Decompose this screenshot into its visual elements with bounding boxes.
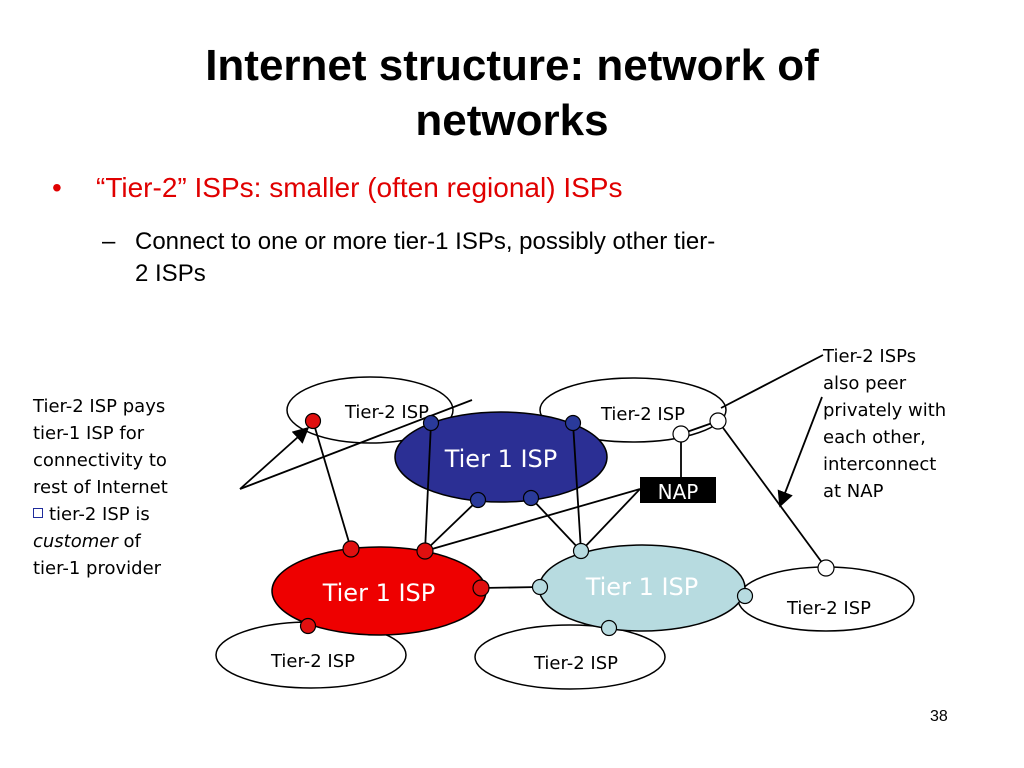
tier2-top-right-label: Tier-2 ISP	[600, 404, 685, 425]
tier2-top-left-cloud	[286, 376, 454, 444]
link-t1top-t1left	[424, 499, 479, 552]
router-blue-tr	[564, 414, 582, 432]
left-annotation: Tier-2 ISP pays tier-1 ISP for connectiv…	[33, 393, 248, 582]
pointer-left-1	[239, 426, 310, 490]
tier1-top-cloud	[394, 411, 608, 503]
tier2-bottom-mid-cloud	[474, 624, 666, 690]
router-white-right	[817, 559, 835, 577]
sub-bullet-line-1: Connect to one or more tier-1 ISPs, poss…	[135, 228, 716, 255]
square-bullet-icon	[33, 508, 43, 518]
tier2-bottom-left-label: Tier-2 ISP	[270, 651, 355, 672]
right-annotation: Tier-2 ISPs also peer privately with eac…	[823, 343, 1013, 505]
pointer-right-2	[777, 396, 823, 508]
right-note-line-6: at NAP	[823, 481, 884, 502]
left-note-line-5-text: tier-2 ISP is	[49, 504, 150, 525]
left-note-customer: customer	[33, 531, 118, 552]
left-note-line-6: customer of	[33, 528, 248, 555]
router-white-nap	[672, 425, 690, 443]
left-note-line-2: tier-1 ISP for	[33, 423, 145, 444]
left-note-line-7: tier-1 provider	[33, 558, 162, 579]
slide-title: Internet structure: network of networks	[0, 38, 1024, 148]
router-red-bl	[299, 617, 317, 635]
router-blue-tl	[422, 414, 440, 432]
pointer-right-1	[720, 354, 824, 409]
link-peer-t2right	[717, 420, 827, 569]
router-light-bm	[600, 619, 618, 637]
right-note-line-5: interconnect	[823, 454, 937, 475]
tier1-right-label: Tier 1 ISP	[585, 573, 699, 601]
router-red-l2	[416, 542, 434, 560]
tier2-bottom-mid-label: Tier-2 ISP	[533, 653, 618, 674]
annotation-pointers	[239, 354, 824, 508]
link-t1right-nap	[580, 488, 641, 552]
left-note-line-3: connectivity to	[33, 450, 167, 471]
link-t1left-nap	[424, 488, 641, 552]
routers	[299, 412, 835, 637]
tier2-right-label: Tier-2 ISP	[786, 598, 871, 619]
router-white-peer	[709, 412, 727, 430]
links	[312, 420, 827, 589]
left-note-line-5: tier-2 ISP is	[33, 501, 248, 528]
router-light-right	[736, 587, 754, 605]
router-red-tl	[304, 412, 322, 430]
right-note-line-2: also peer	[823, 373, 907, 394]
link-t2tl-t1left	[312, 420, 352, 550]
bullet-dot: •	[52, 172, 62, 203]
tier1-left-label: Tier 1 ISP	[322, 579, 436, 607]
right-note-line-4: each other,	[823, 427, 926, 448]
pointer-left-2	[239, 399, 473, 490]
router-red-l3	[472, 579, 490, 597]
link-t2tr-t1top	[572, 422, 582, 552]
nap-box	[640, 477, 716, 503]
tier2-top-left-label: Tier-2 ISP	[344, 402, 429, 423]
title-line-2: networks	[415, 96, 609, 145]
link-t1left-t1right	[480, 586, 541, 589]
left-note-line-1: Tier-2 ISP pays	[33, 396, 166, 417]
router-light-r2	[531, 578, 549, 596]
tier1-top-label: Tier 1 ISP	[444, 445, 558, 473]
router-blue-b2	[522, 489, 540, 507]
sub-bullet-dash: –	[102, 228, 116, 255]
router-red-l1	[342, 540, 360, 558]
bullet-text: “Tier-2” ISPs: smaller (often regional) …	[96, 172, 623, 203]
right-note-line-1: Tier-2 ISPs	[823, 346, 917, 367]
left-note-line-4: rest of Internet	[33, 477, 168, 498]
router-blue-b1	[469, 491, 487, 509]
right-note-line-3: privately with	[823, 400, 947, 421]
left-note-line-6-rest: of	[117, 531, 141, 552]
sub-bullet-line-2: 2 ISPs	[135, 260, 206, 287]
page-number: 38	[930, 708, 948, 725]
nap-label: NAP	[658, 480, 699, 504]
link-t2tl-t1top	[424, 422, 432, 552]
title-line-1: Internet structure: network of	[205, 41, 819, 90]
sub-bullet-text: Connect to one or more tier-1 ISPs, poss…	[135, 226, 965, 290]
router-light-r1	[572, 542, 590, 560]
link-t1top-t1right	[530, 497, 582, 552]
